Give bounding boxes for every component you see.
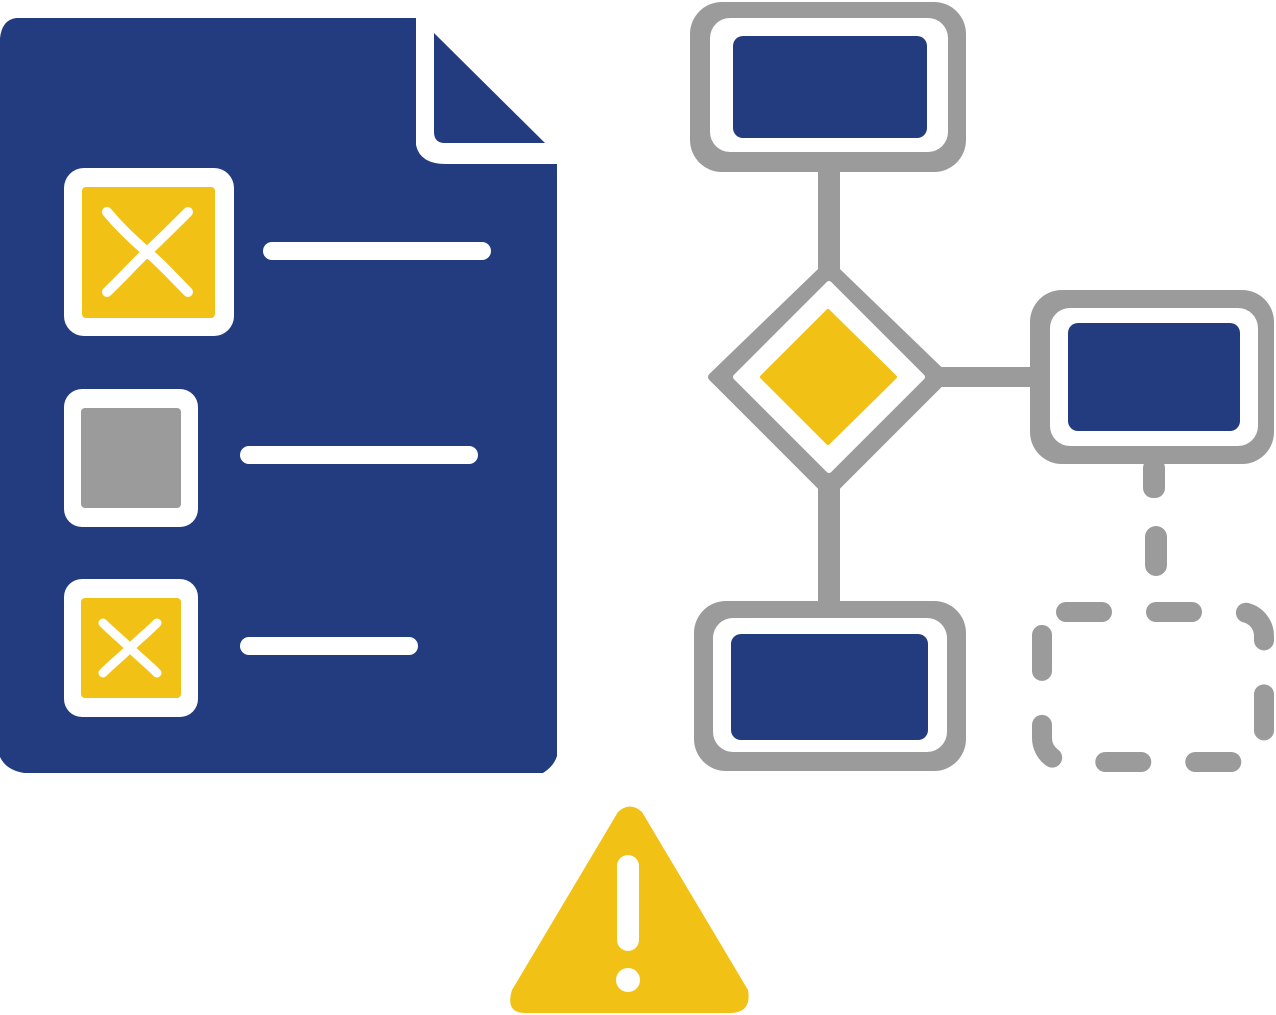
connector-top [818, 165, 840, 275]
empty-square-icon [81, 408, 181, 508]
connector-right [935, 367, 1035, 387]
exclamation-bar [617, 855, 639, 951]
document-folded-corner [434, 33, 545, 143]
dashed-connector-segment [1145, 526, 1167, 576]
decision-node-fill [760, 309, 897, 445]
checklist-item-3 [64, 579, 418, 717]
checklist-item-1 [64, 168, 491, 336]
warning-triangle-icon [510, 806, 749, 1013]
process-node-fill [731, 634, 928, 740]
exclamation-dot [616, 968, 640, 992]
decision-node [708, 260, 950, 498]
process-node-top [690, 2, 966, 172]
checklist-line-1 [263, 242, 491, 260]
x-mark-icon [102, 207, 193, 297]
checklist-document [0, 18, 557, 773]
process-node-bottom [694, 601, 966, 771]
process-node-fill [733, 36, 927, 138]
checklist-line-3 [240, 637, 418, 655]
flowchart [690, 2, 1274, 772]
missing-node-dashed-outline [1032, 602, 1274, 772]
process-node-right [1030, 290, 1274, 464]
x-mark-icon [98, 618, 162, 678]
missing-process-node [1032, 526, 1274, 772]
checklist-line-2 [240, 446, 478, 464]
checklist-item-2 [64, 389, 478, 527]
process-node-fill [1068, 323, 1240, 431]
flowchart-connectors [818, 165, 1165, 606]
connector-right-down [1143, 458, 1165, 498]
connector-bottom [818, 484, 840, 606]
